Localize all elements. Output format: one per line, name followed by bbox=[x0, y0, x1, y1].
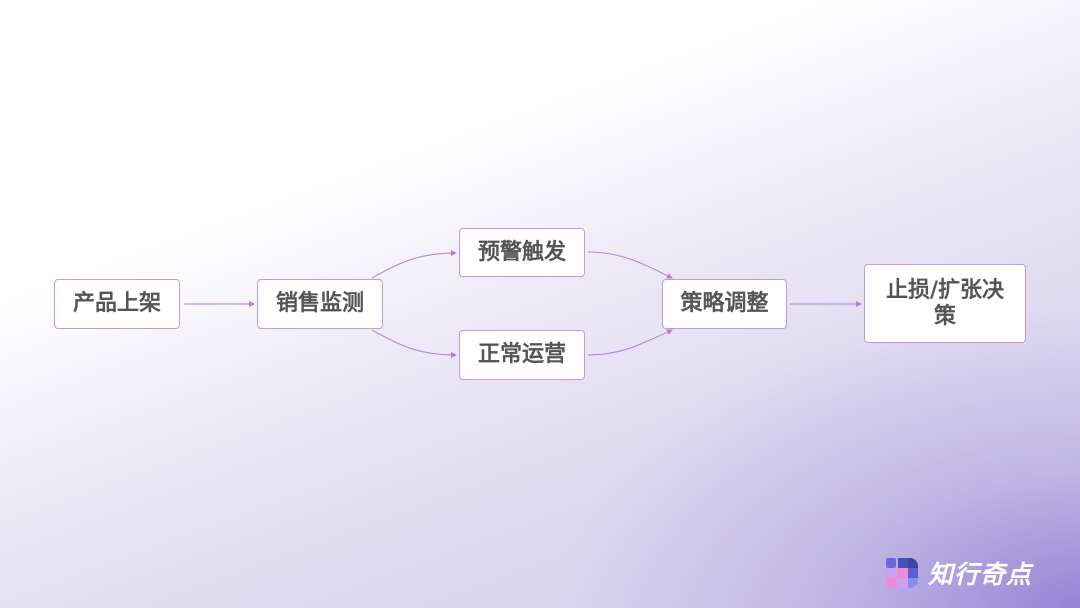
brand-name: 知行奇点 bbox=[928, 560, 1033, 589]
node-alert-triggered: 预警触发 bbox=[459, 228, 585, 277]
edge-normal-to-adjust bbox=[587, 329, 673, 356]
edge-monitoring-to-alert bbox=[371, 250, 457, 279]
node-stoploss-expansion-decision: 止损/扩张决策 bbox=[864, 264, 1026, 343]
brand-logo: 知行奇点 bbox=[886, 555, 1032, 591]
node-sales-monitoring: 销售监测 bbox=[257, 279, 383, 329]
node-strategy-adjustment: 策略调整 bbox=[662, 279, 787, 329]
pixel-block-logo-icon bbox=[886, 558, 918, 588]
node-normal-operation: 正常运营 bbox=[459, 330, 585, 380]
node-product-listing: 产品上架 bbox=[54, 279, 180, 329]
edge-alert-to-adjust bbox=[587, 251, 673, 279]
edge-monitoring-to-normal bbox=[371, 329, 457, 358]
